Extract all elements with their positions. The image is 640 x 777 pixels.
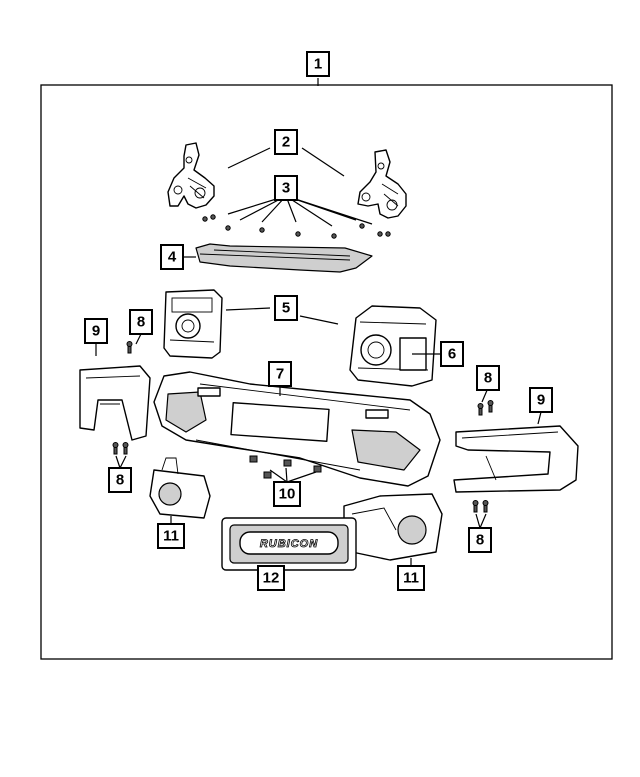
end-cap-left (79, 365, 151, 441)
svg-text:11: 11 (163, 528, 179, 545)
clips-10 (249, 455, 322, 479)
callout-4: 4 (160, 244, 184, 270)
svg-text:12: 12 (263, 570, 280, 587)
assembly-frame (40, 84, 613, 660)
badge-plate: RUBICON (221, 517, 357, 571)
svg-text:11: 11 (403, 570, 419, 587)
badge-text: RUBICON (260, 538, 318, 550)
svg-text:2: 2 (282, 134, 290, 151)
bracket-right (357, 149, 407, 219)
callout-8-lower-right: 8 (468, 527, 492, 553)
svg-text:3: 3 (282, 180, 290, 197)
svg-text:5: 5 (282, 300, 290, 317)
callout-8-upper-right: 8 (476, 365, 500, 391)
callout-11-right: 11 (397, 565, 425, 591)
bolts-8 (112, 341, 494, 513)
bracket-left (167, 142, 215, 209)
callout-8-lower-left: 8 (108, 467, 132, 493)
callout-12: 12 (257, 565, 285, 591)
mount-left (163, 289, 223, 359)
svg-text:8: 8 (484, 370, 492, 387)
callout-3: 3 (274, 175, 298, 201)
bumper-beam (153, 371, 441, 487)
svg-text:8: 8 (116, 472, 124, 489)
svg-text:8: 8 (476, 532, 484, 549)
svg-text:10: 10 (279, 486, 296, 503)
fog-housing-left (149, 457, 211, 519)
mount-right (349, 305, 437, 387)
callout-7: 7 (268, 361, 292, 387)
svg-text:9: 9 (537, 392, 545, 409)
svg-text:7: 7 (276, 366, 284, 383)
svg-text:9: 9 (92, 323, 100, 340)
fog-housing-right (343, 493, 443, 561)
callout-5: 5 (274, 295, 298, 321)
callout-9-left: 9 (84, 318, 108, 344)
svg-text:4: 4 (168, 249, 177, 266)
callout-11-left: 11 (157, 523, 185, 549)
callout-8-upper-left: 8 (129, 309, 153, 335)
end-cap-right (453, 425, 579, 493)
callout-6: 6 (440, 341, 464, 367)
callout-1: 1 (306, 51, 330, 77)
callout-10: 10 (273, 481, 301, 507)
skid-plate (195, 243, 373, 273)
svg-text:8: 8 (137, 314, 145, 331)
callout-9-right: 9 (529, 387, 553, 413)
callout-2: 2 (274, 129, 298, 155)
fasteners-3 (202, 214, 391, 239)
svg-text:6: 6 (448, 346, 456, 363)
svg-text:1: 1 (314, 56, 322, 73)
